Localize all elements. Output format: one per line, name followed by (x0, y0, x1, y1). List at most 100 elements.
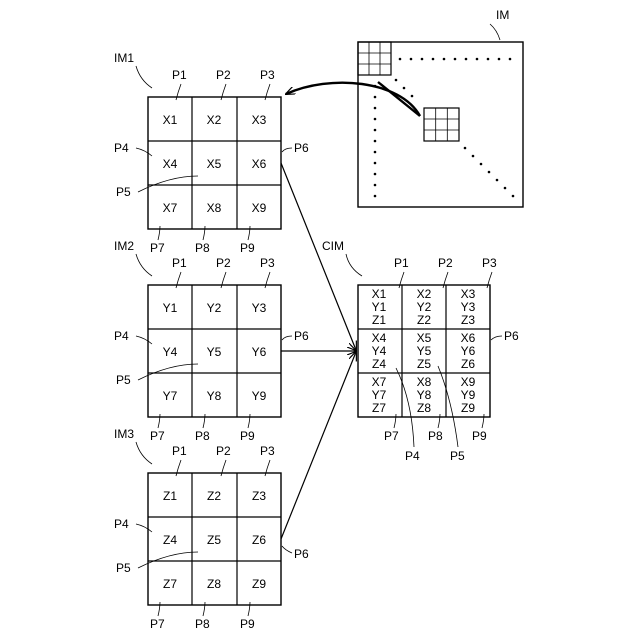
im3-cell-4: Z4 (163, 533, 177, 547)
im1-p2: P2 (216, 68, 231, 82)
grid-im2: IM2 Y1 Y2 Y3 Y4 Y5 Y6 Y7 Y8 Y9 P1 P2 P3 … (114, 239, 309, 443)
im2-p2: P2 (216, 256, 231, 270)
cim-p9: P9 (472, 429, 487, 443)
im3-cell-8: Z8 (207, 577, 221, 591)
im3-cell-2: Z2 (207, 489, 221, 503)
im1-cell-4: X4 (163, 157, 178, 171)
im1-p1: P1 (172, 68, 187, 82)
cim-cell-3-c: Z3 (461, 313, 475, 327)
im1-cell-6: X6 (252, 157, 267, 171)
cim-cell-5-c: Z5 (417, 357, 431, 371)
im3-label: IM3 (114, 427, 134, 441)
im2-p4: P4 (114, 329, 129, 343)
im1-cell-8: X8 (207, 201, 222, 215)
im2-p5: P5 (116, 373, 131, 387)
cim-cell-1-c: Z1 (372, 313, 386, 327)
cim-p3: P3 (482, 256, 497, 270)
cim-cell-3-a: X3 (461, 287, 476, 301)
cim-cell-7-c: Z7 (372, 401, 386, 415)
im1-cell-5: X5 (207, 157, 222, 171)
cim-p2: P2 (438, 256, 453, 270)
im1-p4: P4 (114, 141, 129, 155)
cim-cell-8-c: Z8 (417, 401, 431, 415)
im1-p8: P8 (195, 241, 210, 255)
cim-cell-4-b: Y4 (372, 344, 387, 358)
im3-p1: P1 (172, 444, 187, 458)
cim-cell-9-c: Z9 (461, 401, 475, 415)
im1-label: IM1 (114, 51, 134, 65)
cim-p8: P8 (428, 429, 443, 443)
cim-cell-1-b: Y1 (372, 300, 387, 314)
im3-cell-6: Z6 (252, 533, 266, 547)
cim-p5: P5 (450, 449, 465, 463)
im3-cell-1: Z1 (163, 489, 177, 503)
im3-p3: P3 (260, 444, 275, 458)
im3-p7: P7 (150, 617, 165, 631)
im3-cell-3: Z3 (252, 489, 266, 503)
im1-p3: P3 (260, 68, 275, 82)
cim-cell-6-b: Y6 (461, 344, 476, 358)
cim-cell-7-b: Y7 (372, 388, 387, 402)
im2-cell-8: Y8 (207, 389, 222, 403)
im3-cell-7: Z7 (163, 577, 177, 591)
im1-p9: P9 (240, 241, 255, 255)
cim-cell-9-a: X9 (461, 375, 476, 389)
grid-im1: IM1 X1 X2 X3 X4 X5 X6 X7 X8 X9 P1 P2 P3 … (114, 51, 309, 255)
cim-cell-7-a: X7 (372, 375, 387, 389)
im1-p5: P5 (116, 185, 131, 199)
cim-leader (346, 254, 362, 276)
arrow-im3-to-cim (281, 352, 356, 539)
cim-p6: P6 (504, 329, 519, 343)
im2-p3: P3 (260, 256, 275, 270)
im2-cell-2: Y2 (207, 301, 222, 315)
cim-cell-6-a: X6 (461, 331, 476, 345)
im3-p8: P8 (195, 617, 210, 631)
im3-p4: P4 (114, 517, 129, 531)
im-frame (358, 42, 523, 207)
im2-cell-7: Y7 (163, 389, 178, 403)
im1-p7: P7 (150, 241, 165, 255)
im1-p6: P6 (294, 141, 309, 155)
im1-cell-7: X7 (163, 201, 178, 215)
cim-p4: P4 (405, 449, 420, 463)
cim-label: CIM (322, 239, 344, 253)
im-label: IM (496, 8, 509, 22)
im1-cell-9: X9 (252, 201, 267, 215)
im3-cell-9: Z9 (252, 577, 266, 591)
im2-p1: P1 (172, 256, 187, 270)
im2-cell-9: Y9 (252, 389, 267, 403)
cim-p7: P7 (384, 429, 399, 443)
im1-cell-3: X3 (252, 113, 267, 127)
im2-p8: P8 (195, 429, 210, 443)
im2-p9: P9 (240, 429, 255, 443)
grid-im3: IM3 Z1 Z2 Z3 Z4 Z5 Z6 Z7 Z8 Z9 P1 P2 P3 … (114, 427, 309, 631)
im2-leader (136, 254, 152, 276)
im1-leader (136, 66, 152, 88)
im1-cell-2: X2 (207, 113, 222, 127)
cim-cell-1-a: X1 (372, 287, 387, 301)
im3-p2: P2 (216, 444, 231, 458)
im3-cell-5: Z5 (207, 533, 221, 547)
im2-p7: P7 (150, 429, 165, 443)
cim-cell-4-c: Z4 (372, 357, 386, 371)
cim-cell-9-b: Y9 (461, 388, 476, 402)
cim-cell-5-a: X5 (417, 331, 432, 345)
cim-cell-8-a: X8 (417, 375, 432, 389)
cim-cell-3-b: Y3 (461, 300, 476, 314)
cim-cell-8-b: Y8 (417, 388, 432, 402)
im1-cell-1: X1 (163, 113, 178, 127)
im2-cell-4: Y4 (163, 345, 178, 359)
cim-cell-2-a: X2 (417, 287, 432, 301)
im2-label: IM2 (114, 239, 134, 253)
source-image-im: IM (358, 8, 523, 207)
im2-cell-5: Y5 (207, 345, 222, 359)
arrow-im1-to-cim (281, 163, 356, 350)
im3-p9: P9 (240, 617, 255, 631)
im2-p6: P6 (294, 329, 309, 343)
cim-cell-4-a: X4 (372, 331, 387, 345)
im3-p6: P6 (294, 547, 309, 561)
im-leader (490, 24, 500, 40)
im3-leader (136, 442, 152, 464)
cim-cell-2-b: Y2 (417, 300, 432, 314)
